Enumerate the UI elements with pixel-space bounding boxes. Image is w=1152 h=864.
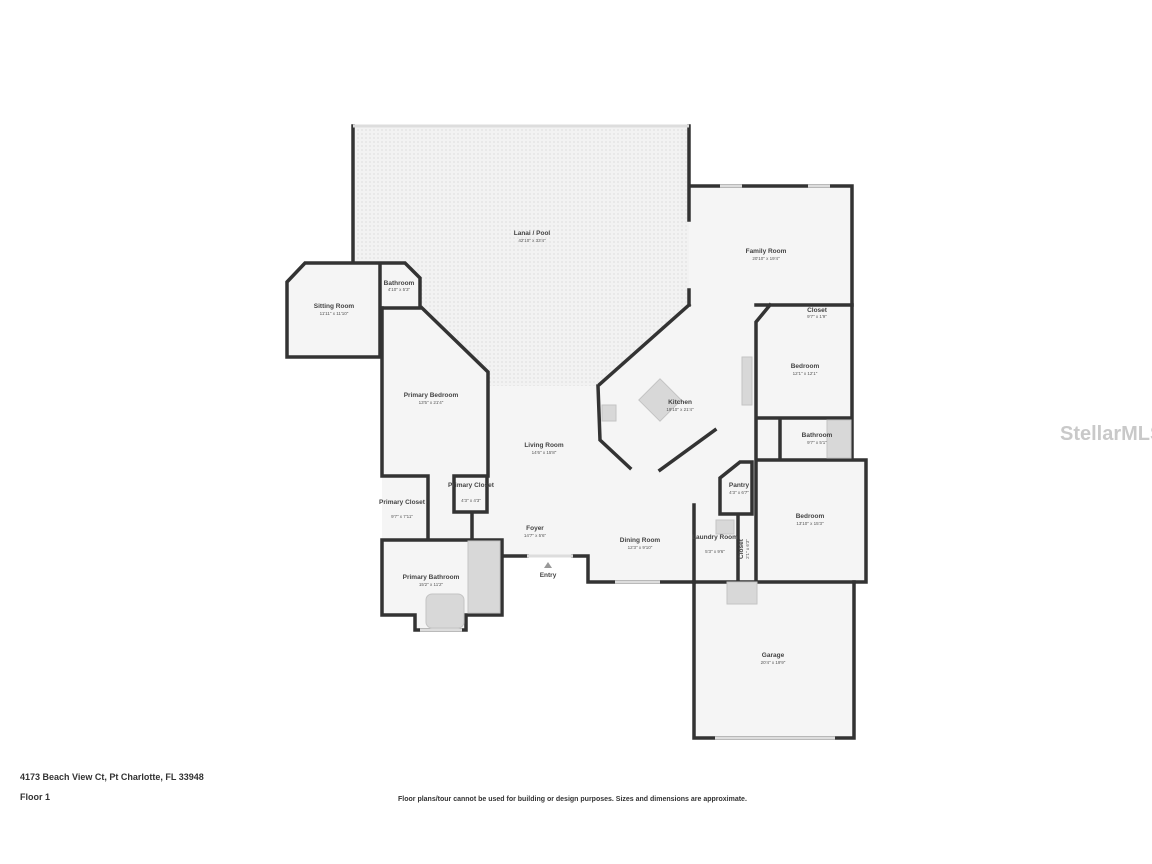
room-laundry-room: Laundry Room 5'3" x 9'6" [692,534,738,554]
svg-text:12'3" x 9'10": 12'3" x 9'10" [628,545,653,550]
svg-text:14'6" x 15'8": 14'6" x 15'8" [532,450,557,455]
svg-text:Closet: Closet [807,307,828,314]
room-primary-closet: Primary Closet 9'7" x 7'11" [379,499,426,519]
kitchen-island [638,378,682,422]
svg-text:4'3" x 6'7": 4'3" x 6'7" [729,490,749,495]
svg-text:11'11" x 11'10": 11'11" x 11'10" [320,311,349,316]
svg-text:15'2" x 11'2": 15'2" x 11'2" [419,582,444,587]
washer [715,519,735,535]
svg-text:20'10" x 19'4": 20'10" x 19'4" [752,256,780,261]
address: 4173 Beach View Ct, Pt Charlotte, FL 339… [20,772,204,782]
fixtures [425,356,852,629]
svg-text:Primary Closet: Primary Closet [379,499,426,506]
svg-text:19'10" x 21'4": 19'10" x 21'4" [666,407,694,412]
svg-text:Lanai / Pool: Lanai / Pool [514,230,551,237]
svg-text:Laundry Room: Laundry Room [692,534,738,541]
floor-label: Floor 1 [20,792,51,802]
bathtub [425,593,465,629]
svg-text:9'7" x 7'11": 9'7" x 7'11" [391,514,413,519]
svg-text:Garage: Garage [762,652,785,659]
svg-text:4'10" x 5'3": 4'10" x 5'3" [388,287,411,292]
svg-text:20'4" x 19'9": 20'4" x 19'9" [761,660,786,665]
svg-text:Bedroom: Bedroom [791,363,820,370]
svg-text:Bathroom: Bathroom [802,432,833,439]
entry-arrow-icon [544,562,552,568]
svg-text:9'7" x 1'9": 9'7" x 1'9" [807,314,827,319]
svg-text:Family Room: Family Room [746,248,787,255]
svg-text:13'5" x 21'4": 13'5" x 21'4" [419,400,444,405]
svg-text:Bathroom: Bathroom [384,280,415,287]
svg-text:4'3" x 4'3": 4'3" x 4'3" [461,498,481,503]
windows [353,124,835,740]
stairs [726,581,758,605]
svg-text:9'7" x 5'1": 9'7" x 5'1" [807,440,827,445]
svg-text:Primary Bedroom: Primary Bedroom [404,392,459,399]
svg-text:Primary Closet: Primary Closet [448,482,495,489]
svg-text:Primary Bathroom: Primary Bathroom [403,574,460,581]
shower [467,540,501,614]
shower-2 [826,419,852,459]
sitting-room-floor [287,263,380,357]
entry-label: Entry [540,572,557,579]
svg-text:Pantry: Pantry [729,482,750,489]
room-primary-closet-small: Primary Closet 4'3" x 4'3" [448,482,495,503]
svg-text:13'10" x 15'3": 13'10" x 15'3" [796,521,824,526]
svg-text:5'3" x 9'6": 5'3" x 9'6" [705,549,725,554]
svg-text:Sitting Room: Sitting Room [314,303,355,310]
watermark: StellarMLS [1060,423,1152,445]
kitchen-counter [741,356,753,406]
svg-text:Closet: Closet [738,538,745,559]
svg-text:Living Room: Living Room [524,442,564,449]
svg-text:Foyer: Foyer [526,525,544,532]
svg-text:Kitchen: Kitchen [668,399,692,406]
svg-text:Dining Room: Dining Room [620,537,661,544]
svg-text:42'10" x 33'4": 42'10" x 33'4" [518,238,546,243]
disclaimer: Floor plans/tour cannot be used for buil… [398,796,747,803]
stove-icon [601,404,617,422]
svg-text:14'7" x 5'6": 14'7" x 5'6" [524,533,547,538]
svg-text:2'1" x 6'3": 2'1" x 6'3" [745,539,750,559]
svg-text:12'1" x 12'1": 12'1" x 12'1" [793,371,818,376]
svg-text:Bedroom: Bedroom [796,513,825,520]
